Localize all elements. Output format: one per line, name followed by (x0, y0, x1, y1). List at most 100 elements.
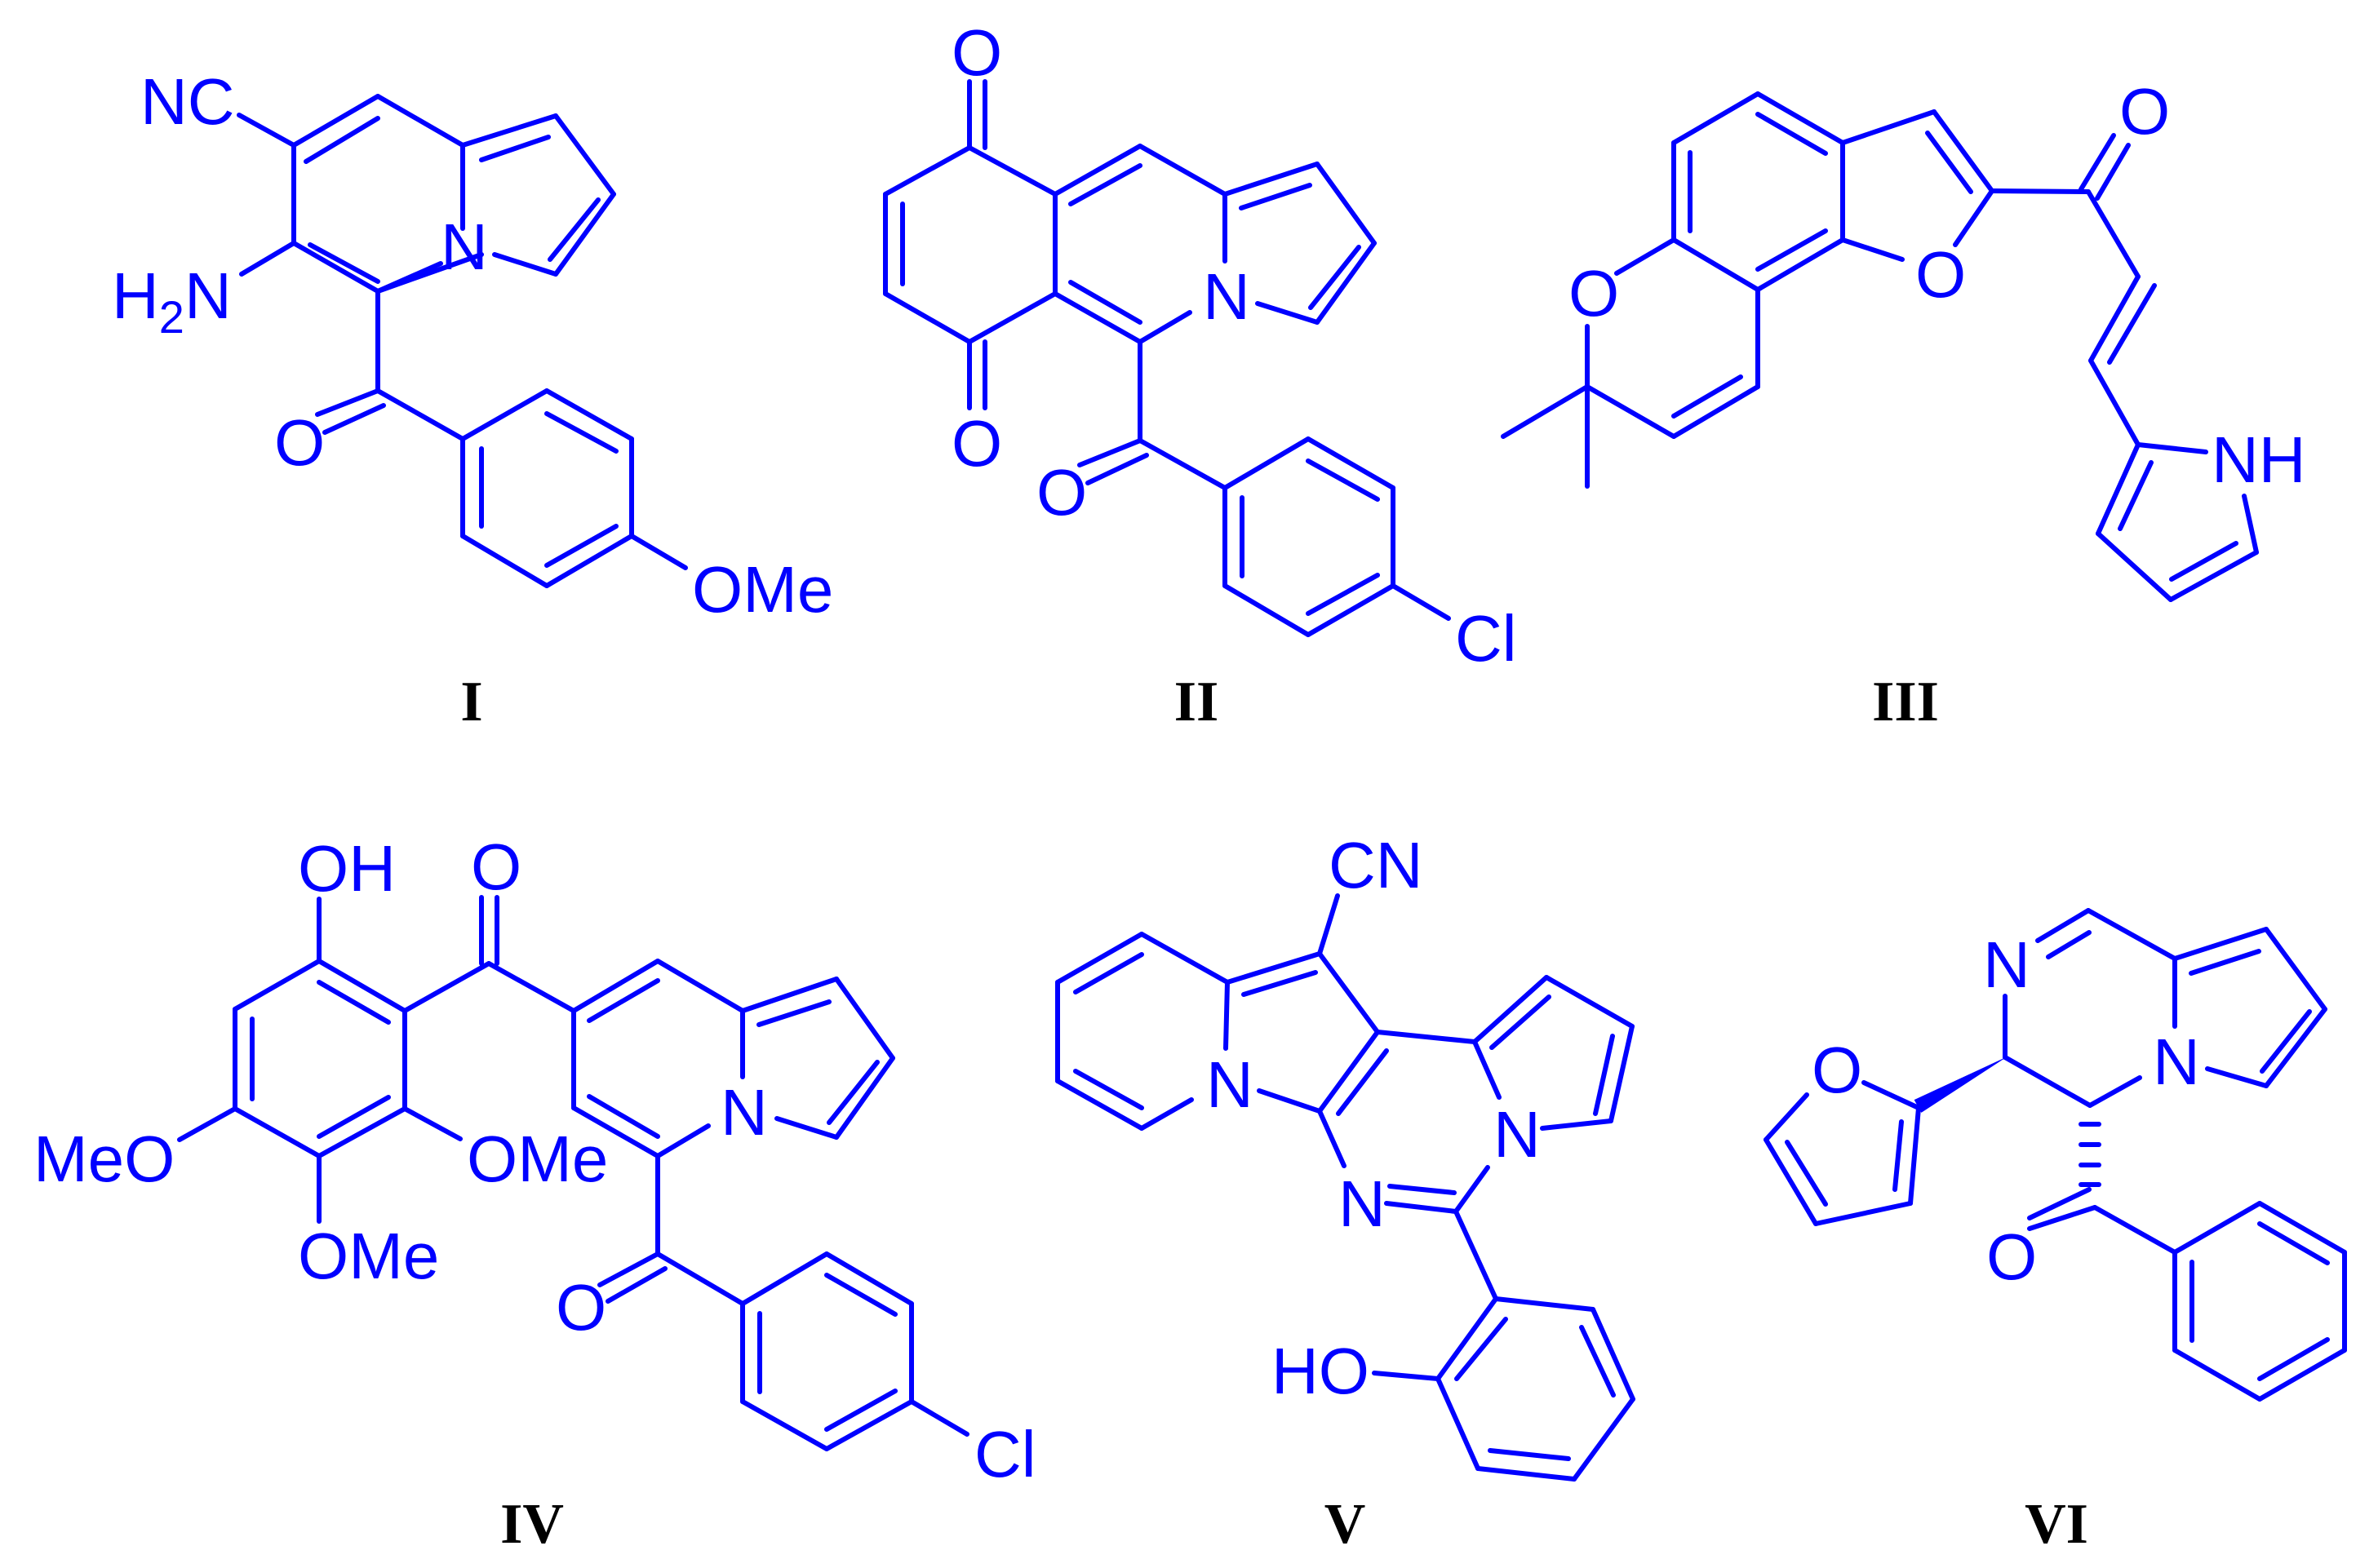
bond-line (1585, 384, 1676, 439)
bond-line (1077, 438, 1142, 467)
bond-line (1306, 583, 1395, 637)
double-bond-line (317, 980, 391, 1025)
bond-line (1840, 109, 1937, 145)
double-bond-line (2260, 1009, 2312, 1074)
bond-line (233, 1106, 322, 1158)
bond-line (1317, 893, 1340, 956)
bond-line (1614, 237, 1676, 276)
bond-line (492, 252, 558, 277)
double-bond-line (1306, 573, 1380, 616)
double-bond-line (824, 1273, 898, 1317)
wedge-bond (1914, 1056, 2008, 1113)
bond-line (1591, 1307, 1635, 1402)
atom-label: N (1206, 1048, 1253, 1121)
double-bond-line (1306, 458, 1380, 502)
double-bond-line (606, 1266, 668, 1304)
atom-label: N (1203, 260, 1250, 333)
bond-line (2027, 1205, 2097, 1231)
bond-line (2172, 1348, 2262, 1402)
atom-label: Cl (974, 1418, 1036, 1490)
bond-line (1755, 91, 1845, 145)
bond-line (553, 113, 616, 197)
bond-line (1317, 951, 1380, 1034)
bond-line (655, 1251, 745, 1306)
atom-label: HO (1271, 1335, 1369, 1407)
bond-line (571, 959, 660, 1013)
double-bond-line (1454, 1317, 1508, 1381)
bond-line (1372, 1371, 1440, 1381)
bond-line (2257, 1201, 2347, 1255)
atom-label: CN (1329, 829, 1423, 901)
double-bond-line (1671, 374, 1743, 419)
double-bond-line (1579, 1325, 1616, 1397)
bond-line (740, 1251, 829, 1306)
bond-line (1861, 1080, 1921, 1110)
atom-label: N (1983, 928, 2030, 1001)
atom-label: O (556, 1271, 606, 1344)
bond-line (2035, 908, 2091, 943)
bond-line (1225, 951, 1322, 985)
double-bond-line (1488, 1448, 1571, 1461)
bond-line (2257, 1348, 2347, 1402)
bond-line (1475, 1466, 1577, 1482)
bond-line (460, 113, 558, 148)
bond-line (402, 1106, 463, 1141)
double-bond-line (2257, 1337, 2330, 1381)
bond-line (1671, 237, 1760, 292)
bond-line (1493, 1296, 1595, 1312)
bond-line (2096, 442, 2141, 536)
bond-line (597, 1251, 660, 1287)
bond-line (655, 1123, 711, 1158)
atom-label: N (2153, 1025, 2200, 1098)
bond-line (1755, 237, 1845, 292)
atom-label: NC (140, 65, 235, 138)
bond-line (2264, 927, 2327, 1012)
double-bond-line (1085, 453, 1149, 485)
double-bond-line (544, 411, 619, 454)
atom-label: O (274, 406, 325, 479)
bond-line (1544, 975, 1635, 1029)
bond-line (460, 534, 549, 588)
double-bond-line (827, 1060, 880, 1125)
bond-line (315, 388, 380, 417)
double-bond-line (544, 524, 619, 568)
bond-line (460, 388, 549, 441)
bond-line (402, 961, 491, 1013)
double-bond-line (548, 197, 601, 262)
bond-line (375, 94, 465, 148)
bond-line (2092, 1205, 2177, 1255)
bond-line (1953, 188, 1994, 247)
compound-label: II (1174, 671, 1218, 733)
double-bond-line (1308, 245, 1361, 310)
bond-line (1764, 1092, 1809, 1142)
bond-line (1317, 1030, 1380, 1114)
bond-line (774, 1116, 839, 1140)
bond-line (239, 241, 296, 277)
bond-line (1223, 980, 1230, 1051)
bond-line (2087, 1075, 2142, 1108)
bond-line (1306, 436, 1395, 490)
bond-line (1472, 975, 1549, 1044)
compound-label: VI (2025, 1493, 2088, 1556)
bond-line (1222, 162, 1320, 197)
bond-line (740, 977, 839, 1013)
atom-label: H2N (112, 259, 232, 343)
double-bond-line (1336, 1048, 1389, 1116)
bond-line (486, 961, 576, 1013)
atom-label: OMe (298, 1220, 439, 1292)
bond-line (1138, 310, 1192, 344)
bond-line (1138, 438, 1227, 490)
bond-line (1472, 1039, 1502, 1100)
bond-line (1138, 144, 1227, 197)
bond-line (1990, 188, 2091, 194)
atom-label: N (1493, 1098, 1541, 1171)
bond-line (2172, 927, 2269, 961)
bond-line (1671, 384, 1760, 439)
bond-line (1139, 932, 1230, 985)
bond-line (2086, 908, 2177, 961)
bond-line (1840, 237, 1905, 262)
bond-line (1453, 1209, 1498, 1301)
bond-line (967, 145, 1058, 197)
bond-line (629, 534, 688, 570)
